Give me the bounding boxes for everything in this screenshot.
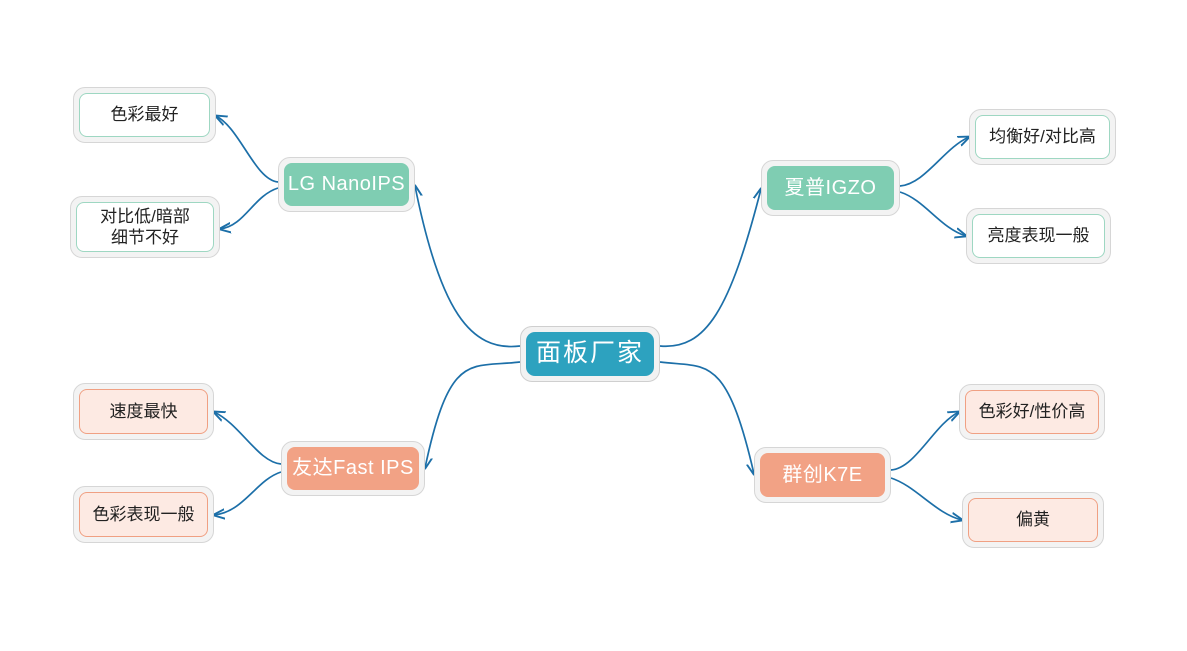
edge-auo-fast-ips-to-auo-leaf-2 xyxy=(214,471,282,515)
node-leaf-average-brightness[interactable]: 亮度表现一般 xyxy=(966,208,1111,264)
node-leaf-average-color-label: 色彩表现一般 xyxy=(79,492,208,537)
node-leaf-yellow-tint-label: 偏黄 xyxy=(968,498,1098,542)
edge-root-to-innolux-k7e xyxy=(659,361,754,474)
node-leaf-color-best-label: 色彩最好 xyxy=(79,93,210,137)
node-branch-sharp-igzo[interactable]: 夏普IGZO xyxy=(761,160,900,216)
node-leaf-fastest-speed-label: 速度最快 xyxy=(79,389,208,434)
node-branch-innolux-k7e-label: 群创K7E xyxy=(760,453,885,497)
edge-innolux-k7e-to-innolux-leaf-1 xyxy=(890,412,959,471)
edge-lg-nanoips-to-lg-leaf-1 xyxy=(216,116,279,183)
node-branch-auo-fast-ips[interactable]: 友达Fast IPS xyxy=(281,441,425,496)
node-leaf-balanced-contrast-label: 均衡好/对比高 xyxy=(975,115,1110,159)
node-root-label: 面板厂家 xyxy=(526,332,654,376)
edge-root-to-lg-nanoips xyxy=(415,186,521,348)
edge-root-to-auo-fast-ips xyxy=(425,361,521,468)
edge-sharp-igzo-to-sharp-leaf-1 xyxy=(899,137,969,187)
node-leaf-good-color-value[interactable]: 色彩好/性价高 xyxy=(959,384,1105,440)
node-leaf-low-contrast[interactable]: 对比低/暗部 细节不好 xyxy=(70,196,220,258)
node-leaf-yellow-tint[interactable]: 偏黄 xyxy=(962,492,1104,548)
edge-auo-fast-ips-to-auo-leaf-1 xyxy=(214,412,282,465)
node-branch-sharp-igzo-label: 夏普IGZO xyxy=(767,166,894,210)
node-leaf-average-color[interactable]: 色彩表现一般 xyxy=(73,486,214,543)
node-branch-auo-fast-ips-label: 友达Fast IPS xyxy=(287,447,419,490)
edge-lg-nanoips-to-lg-leaf-2 xyxy=(220,187,279,229)
node-leaf-good-color-value-label: 色彩好/性价高 xyxy=(965,390,1099,434)
node-root[interactable]: 面板厂家 xyxy=(520,326,660,382)
node-leaf-average-brightness-label: 亮度表现一般 xyxy=(972,214,1105,258)
node-leaf-balanced-contrast[interactable]: 均衡好/对比高 xyxy=(969,109,1116,165)
node-branch-innolux-k7e[interactable]: 群创K7E xyxy=(754,447,891,503)
node-leaf-fastest-speed[interactable]: 速度最快 xyxy=(73,383,214,440)
node-branch-lg-nanoips-label: LG NanoIPS xyxy=(284,163,409,206)
edge-sharp-igzo-to-sharp-leaf-2 xyxy=(899,191,966,236)
node-leaf-color-best[interactable]: 色彩最好 xyxy=(73,87,216,143)
node-leaf-low-contrast-label: 对比低/暗部 细节不好 xyxy=(76,202,214,252)
node-branch-lg-nanoips[interactable]: LG NanoIPS xyxy=(278,157,415,212)
edge-innolux-k7e-to-innolux-leaf-2 xyxy=(890,477,962,520)
edge-root-to-sharp-igzo xyxy=(659,189,761,348)
